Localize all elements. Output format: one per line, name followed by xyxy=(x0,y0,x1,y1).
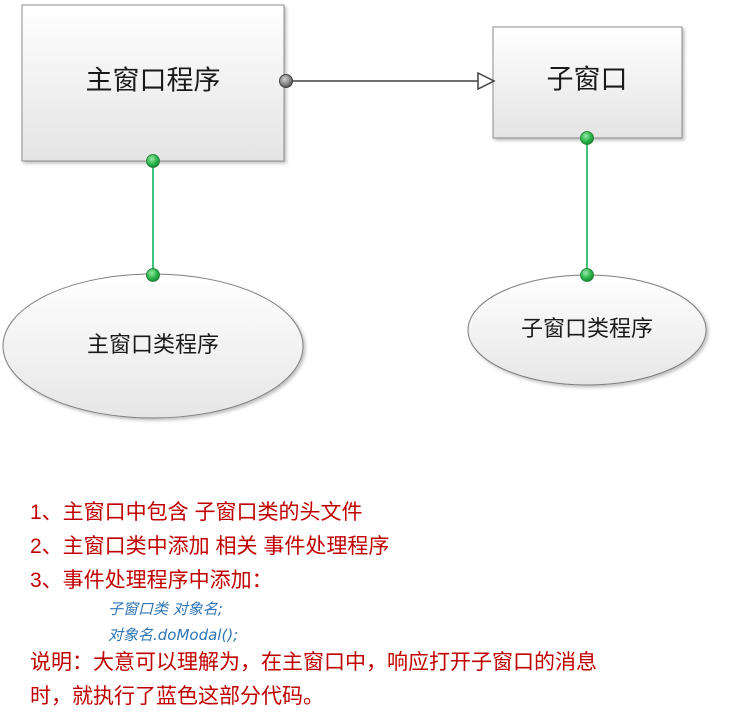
child-window-box xyxy=(492,26,683,139)
child-class-label: 子窗口类程序 xyxy=(521,317,653,342)
step-2-text: 2、主窗口类中添加 相关 事件处理程序 xyxy=(30,535,390,558)
arrow-start-dot xyxy=(279,74,293,88)
explanation-line-1: 说明：大意可以理解为，在主窗口中，响应打开子窗口的消息 xyxy=(30,650,597,674)
code-line-2: 对象名.doModal(); xyxy=(108,626,239,644)
child-box-connection-dot xyxy=(580,131,594,145)
code-line-1: 子窗口类 对象名; xyxy=(108,600,223,618)
child-window-label: 子窗口 xyxy=(547,65,628,96)
arrow-head-icon xyxy=(477,71,496,91)
step-1-text: 1、主窗口中包含 子窗口类的头文件 xyxy=(30,501,363,524)
main-class-label: 主窗口类程序 xyxy=(87,333,219,358)
main-box-connection-dot xyxy=(146,154,160,168)
main-window-label: 主窗口程序 xyxy=(86,66,221,97)
main-window-box xyxy=(21,4,285,162)
step-3-text: 3、事件处理程序中添加： xyxy=(30,569,273,592)
main-ellipse-connection-dot xyxy=(146,268,160,282)
explanation-line-2: 时，就执行了蓝色这部分代码。 xyxy=(30,684,324,708)
window-relationship-diagram: 主窗口程序 子窗口 主窗口类程序 子窗口类程序 xyxy=(2,4,707,419)
child-ellipse-connection-dot xyxy=(580,268,594,282)
